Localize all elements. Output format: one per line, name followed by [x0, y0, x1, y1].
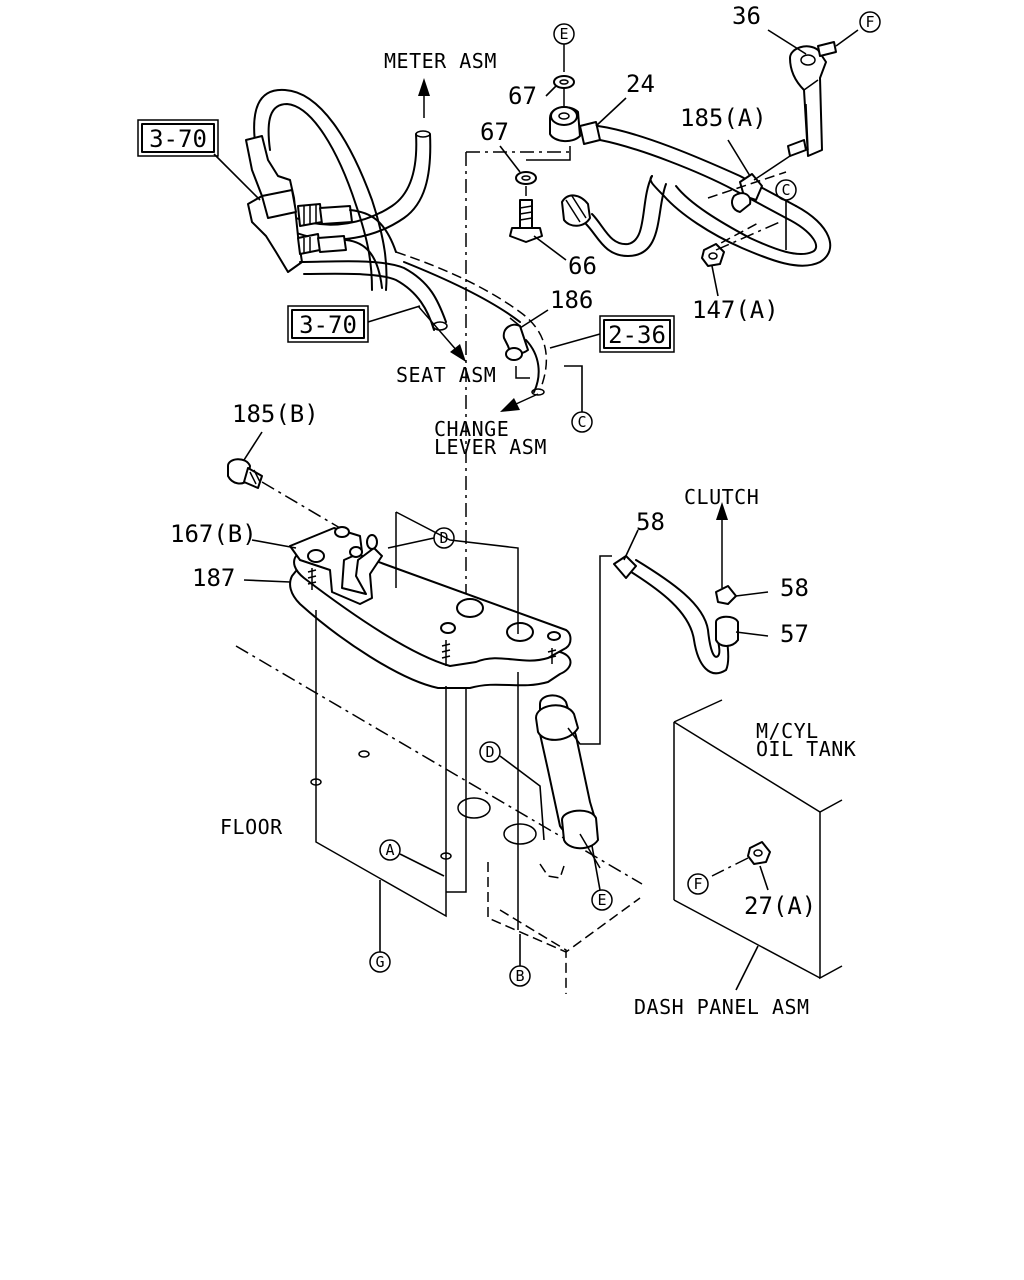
svg-text:E: E	[597, 891, 606, 909]
ref-box-370-top: 3-70	[137, 119, 261, 201]
ref-box-370-mid: 3-70	[287, 305, 421, 343]
hose-harness	[245, 88, 548, 396]
floor-outline	[235, 610, 643, 994]
svg-text:F: F	[693, 875, 702, 893]
oil-tank-box	[673, 699, 843, 980]
part-24: 24	[626, 70, 655, 98]
circle-C-right: C	[775, 179, 797, 250]
svg-text:D: D	[439, 529, 448, 547]
svg-text:G: G	[375, 953, 384, 971]
part-numbers: 36 67 24 185(A) 67 66 147(A) 186 185(B) …	[170, 2, 816, 920]
clamp-186	[502, 317, 530, 379]
part-147a: 147(A)	[692, 296, 779, 324]
label-mcyl-1: M/CYL	[756, 719, 819, 743]
clutch-hose-57	[613, 502, 769, 675]
svg-text:F: F	[865, 13, 874, 31]
svg-text:D: D	[485, 743, 494, 761]
circle-E-top: E	[553, 23, 575, 45]
svg-text:C: C	[577, 413, 586, 431]
label-clutch: CLUTCH	[684, 485, 759, 509]
part-67-mid: 67	[480, 118, 509, 146]
circle-A: A	[379, 839, 445, 877]
text-labels: METER ASM SEAT ASM CHANGE LEVER ASM CLUT…	[220, 49, 856, 1019]
circle-F-top: F	[859, 11, 881, 33]
pipe-24	[549, 106, 832, 267]
ref-370-mid: 3-70	[299, 311, 357, 339]
part-187: 187	[192, 564, 235, 592]
svg-text:B: B	[515, 967, 524, 985]
label-change-lever-1: CHANGE	[434, 417, 509, 441]
part-185a: 185(A)	[680, 104, 767, 132]
part-27a: 27(A)	[744, 892, 816, 920]
leader-lines	[243, 29, 807, 991]
part-186: 186	[550, 286, 593, 314]
grommet-tube	[535, 555, 612, 869]
part-57: 57	[780, 620, 809, 648]
label-dash-panel: DASH PANEL ASM	[634, 995, 810, 1019]
screw-185b	[227, 458, 341, 529]
label-mcyl-2: OIL TANK	[756, 737, 856, 761]
part-58-right: 58	[780, 574, 809, 602]
circle-G: G	[369, 880, 391, 973]
svg-text:A: A	[385, 841, 394, 859]
plate-187	[289, 511, 572, 694]
part-167b: 167(B)	[170, 520, 257, 548]
washer-bolt-group	[465, 44, 781, 600]
circle-F-bottom: F	[687, 873, 709, 895]
circle-D-bottom: D	[479, 741, 545, 841]
label-floor: FLOOR	[220, 815, 283, 839]
circle-C-left: C	[564, 365, 593, 433]
circle-D-top: D	[387, 527, 455, 549]
circle-B: B	[509, 934, 531, 987]
part-185b: 185(B)	[232, 400, 319, 428]
label-change-lever-2: LEVER ASM	[434, 435, 547, 459]
svg-text:E: E	[559, 25, 568, 43]
svg-text:C: C	[781, 181, 790, 199]
ref-box-236: 2-36	[549, 315, 675, 353]
direction-arrows	[417, 78, 539, 412]
circle-E-bottom: E	[591, 845, 613, 911]
ref-370-top: 3-70	[149, 125, 207, 153]
part-66: 66	[568, 252, 597, 280]
part-67-top: 67	[508, 82, 537, 110]
ref-236: 2-36	[608, 321, 666, 349]
label-meter-asm: METER ASM	[384, 49, 497, 73]
part-36: 36	[732, 2, 761, 30]
label-seat-asm: SEAT ASM	[396, 363, 496, 387]
part-58-left: 58	[636, 508, 665, 536]
bracket-36	[753, 29, 859, 181]
